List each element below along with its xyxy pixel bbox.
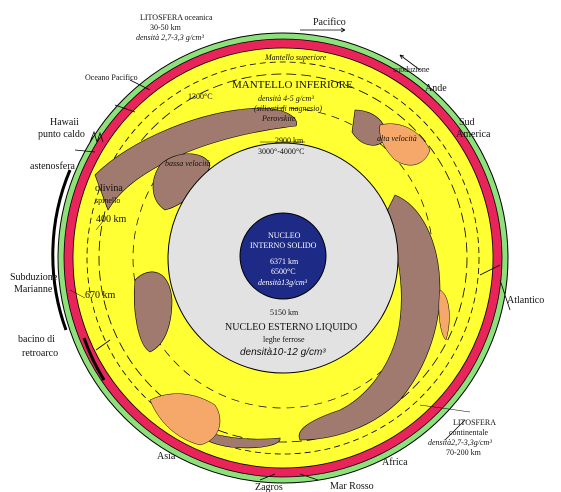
label-atlantico: Atlantico bbox=[507, 295, 544, 306]
label-bacino: bacino di bbox=[18, 334, 55, 345]
label-nucleo-densita: densità13g/cm³ bbox=[258, 278, 308, 287]
label-litosfera-cont-densita: densità2,7-3,3g/cm³ bbox=[428, 438, 492, 447]
low-velocity-blob-lower-left bbox=[134, 271, 173, 353]
label-mantello-superiore: Mantello superiore bbox=[264, 53, 327, 62]
isotherm-2 bbox=[98, 73, 468, 443]
label-mar-rosso: Mar Rosso bbox=[330, 481, 374, 492]
label-spinello: spinello bbox=[95, 196, 120, 205]
label-litosfera-oceanica-density: densità 2,7-3,3 g/cm³ bbox=[136, 33, 204, 42]
label-litosfera-continentale: LITOSFERA bbox=[453, 418, 496, 427]
label-litosfera-cont-depth: 70-200 km bbox=[446, 448, 482, 457]
label-oceano-pacifico: Oceano Pacifico bbox=[85, 73, 138, 82]
trench-left-lower bbox=[82, 337, 106, 381]
label-continentale: continentale bbox=[449, 428, 489, 437]
label-subduzione: subduzione bbox=[393, 65, 430, 74]
label-asia: Asia bbox=[157, 451, 176, 462]
label-interno-solido: INTERNO SOLIDO bbox=[250, 241, 317, 250]
low-velocity-blob-top bbox=[94, 107, 297, 211]
label-zagros: Zagros bbox=[255, 482, 283, 492]
label-6371km: 6371 km bbox=[270, 257, 299, 266]
label-ande: Ande bbox=[425, 83, 447, 94]
label-subduzione-marianne-1: Subduzione bbox=[10, 272, 58, 283]
hotspot-spikes bbox=[89, 130, 104, 144]
label-retroarco: retroarco bbox=[22, 348, 58, 359]
inner-core bbox=[239, 212, 327, 300]
label-670km: 670 km bbox=[85, 290, 116, 301]
label-mantello-silicati: (silicati di magnesio) bbox=[254, 104, 322, 113]
label-mantello-inferiore: MANTELLO INFERIORE bbox=[232, 79, 353, 91]
label-america: America bbox=[456, 129, 491, 140]
label-5150km: 5150 km bbox=[270, 308, 299, 317]
label-3000-4000: 3000°-4000°C bbox=[258, 147, 304, 156]
label-litosfera-oceanica-depth: 30-50 km bbox=[150, 23, 182, 32]
trench-left bbox=[51, 169, 72, 331]
high-velocity-blob-bottom-left bbox=[149, 393, 221, 446]
label-olivina: olivina bbox=[95, 183, 123, 194]
label-400km: 400 km bbox=[96, 214, 127, 225]
label-6500c: 6500°C bbox=[271, 267, 296, 276]
label-pacifico: Pacifico bbox=[313, 17, 346, 28]
high-velocity-blob-right bbox=[438, 289, 450, 341]
label-subduzione-marianne-2: Marianne bbox=[14, 284, 53, 295]
motion-arrows bbox=[74, 27, 511, 481]
label-nucleo: NUCLEO bbox=[268, 231, 301, 240]
label-perovskite: Perovskite bbox=[261, 114, 296, 123]
leader-lines bbox=[69, 219, 471, 413]
label-astenosfera: astenosfera bbox=[30, 161, 76, 172]
label-africa: Africa bbox=[382, 457, 408, 468]
label-bassa-velocita: bassa velocità bbox=[165, 159, 211, 168]
label-alta-velocita: alta velocità bbox=[377, 134, 417, 143]
label-leghe-ferrose: leghe ferrose bbox=[263, 335, 305, 344]
label-nucleo-esterno: NUCLEO ESTERNO LIQUIDO bbox=[225, 322, 357, 333]
isotherm-1 bbox=[86, 61, 480, 455]
label-punto-caldo: punto caldo bbox=[38, 129, 85, 140]
label-sud: Sud bbox=[459, 117, 475, 128]
label-hawaii: Hawaii bbox=[50, 117, 79, 128]
label-litosfera-oceanica: LITOSFERA oceanica bbox=[140, 13, 213, 22]
label-2900km: 2900 km bbox=[275, 136, 304, 145]
high-velocity-blob-top-right bbox=[379, 123, 431, 166]
label-1300: 1300°C bbox=[188, 92, 213, 101]
label-nucleo-esterno-densita: densità10-12 g/cm³ bbox=[240, 347, 326, 358]
label-mantello-densita: densità 4-5 g/cm³ bbox=[258, 94, 314, 103]
